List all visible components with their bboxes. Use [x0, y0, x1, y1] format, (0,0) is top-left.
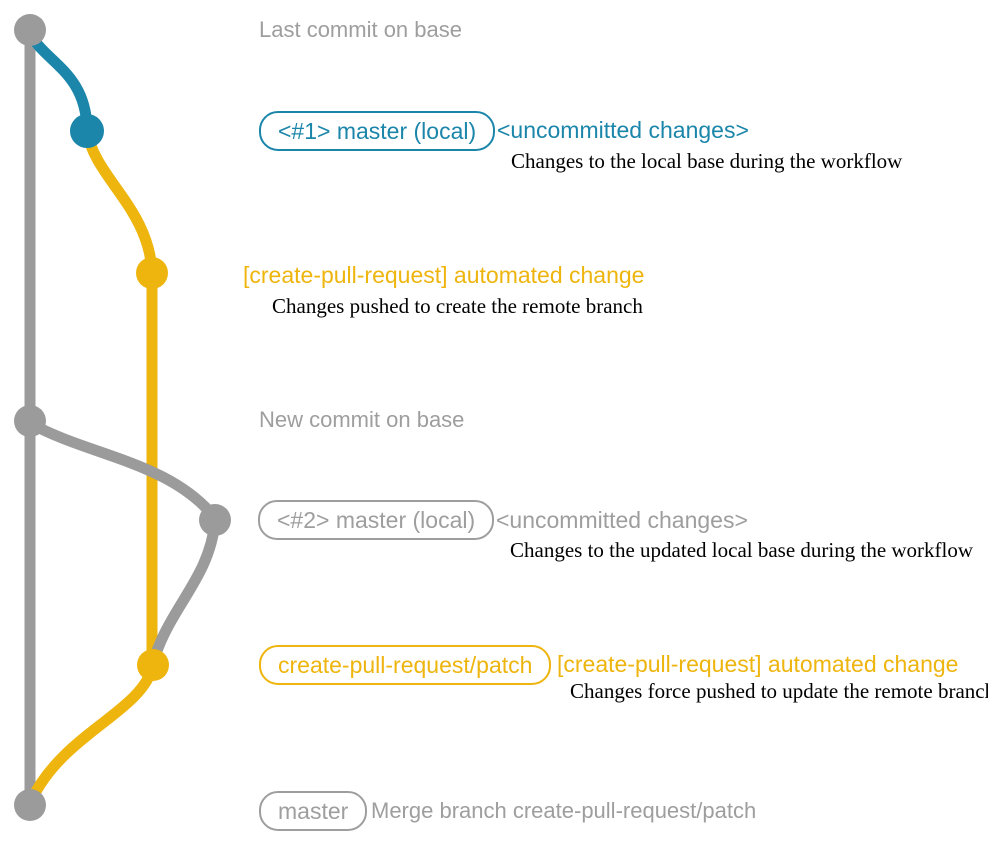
- commit-dot-new-base: [14, 405, 46, 437]
- commit-dot-patch-1: [136, 257, 168, 289]
- caption-new-commit-on-base: New commit on base: [259, 407, 465, 432]
- commit-annotation-automated-2: [create-pull-request] automated change: [557, 651, 959, 677]
- commit-dot-patch-2: [137, 649, 169, 681]
- branch-tag-master-local-2: <#2> master (local): [258, 500, 495, 540]
- commit-description-automated-2: Changes force pushed to update the remot…: [570, 679, 988, 703]
- patch-merge-curve: [25, 660, 159, 807]
- commit-description-automated-1: Changes pushed to create the remote bran…: [272, 294, 643, 318]
- commit-dot-local-master-2: [199, 504, 231, 536]
- caption-merge-branch: Merge branch create-pull-request/patch: [371, 798, 757, 823]
- commit-dot-merge: [14, 789, 46, 821]
- commit-description-uncommitted-1: Changes to the local base during the wor…: [511, 149, 903, 173]
- create-pull-request-branch-line: [81, 125, 158, 670]
- caption-last-commit-on-base: Last commit on base: [259, 17, 462, 42]
- base-to-local2-curve: [24, 417, 222, 525]
- commit-annotation-automated-1: [create-pull-request] automated change: [243, 262, 645, 288]
- commit-dot-local-master-1: [70, 114, 104, 148]
- branch-tag-master: master: [259, 791, 368, 831]
- local2-to-patch-curve: [147, 516, 221, 669]
- commit-description-uncommitted-2: Changes to the updated local base during…: [510, 538, 974, 562]
- local-master-branch-curve: [24, 27, 93, 137]
- commit-annotation-uncommitted-1: <uncommitted changes>: [497, 117, 749, 143]
- branch-tag-master-local-1: <#1> master (local): [259, 111, 496, 151]
- commit-dot-last-base: [14, 14, 46, 46]
- branch-tag-create-pull-request-patch: create-pull-request/patch: [259, 645, 552, 685]
- commit-annotation-uncommitted-2: <uncommitted changes>: [496, 507, 748, 533]
